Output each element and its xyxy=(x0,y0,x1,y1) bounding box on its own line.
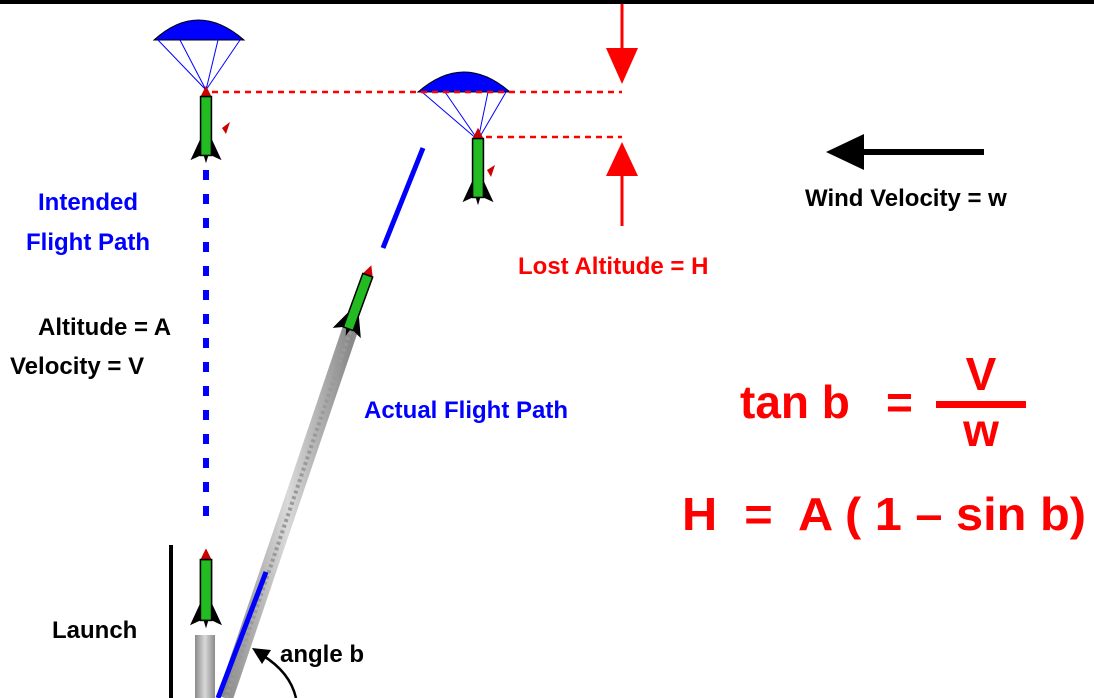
intended-label-line2: Flight Path xyxy=(26,229,150,256)
angle-label: angle b xyxy=(280,641,364,668)
wind-velocity-label: Wind Velocity = w xyxy=(805,185,1007,212)
exhaust-trail-core xyxy=(224,331,352,698)
rocket-icon xyxy=(189,84,223,164)
fraction-bar xyxy=(936,401,1026,408)
nose-cone-piece xyxy=(222,122,230,134)
lost-altitude-equation: H = A ( 1 – sin b) xyxy=(682,488,1086,540)
rocket-icon xyxy=(461,126,495,206)
top-border xyxy=(0,0,1094,4)
velocity-label: Velocity = V xyxy=(10,353,144,380)
arc-arrow-icon xyxy=(252,648,298,698)
launch-label: Launch xyxy=(52,617,137,644)
intended-label-line1: Intended xyxy=(38,189,138,216)
rocket-icon xyxy=(330,259,387,342)
lost-altitude-label: Lost Altitude = H xyxy=(518,253,708,280)
tan-equation-lhs: tan b xyxy=(740,376,850,428)
altitude-label: Altitude = A xyxy=(38,314,171,341)
launch-exhaust xyxy=(195,635,215,698)
parachute-icon xyxy=(152,19,246,91)
tan-equation-numerator: V xyxy=(966,348,997,400)
actual-path-segment-lower xyxy=(215,571,269,698)
lost-altitude-arrow-up xyxy=(606,142,638,226)
lost-altitude-arrow-down xyxy=(606,4,638,84)
actual-path-label: Actual Flight Path xyxy=(364,397,568,424)
nose-cone-piece xyxy=(487,165,495,177)
rocket-icon xyxy=(189,547,223,630)
tan-equation-denominator: w xyxy=(962,404,999,456)
parachute-icon xyxy=(416,71,512,141)
tan-equation-equals: = xyxy=(886,376,913,428)
wind-arrow-icon xyxy=(826,134,984,170)
actual-path-segment-upper xyxy=(380,147,426,249)
